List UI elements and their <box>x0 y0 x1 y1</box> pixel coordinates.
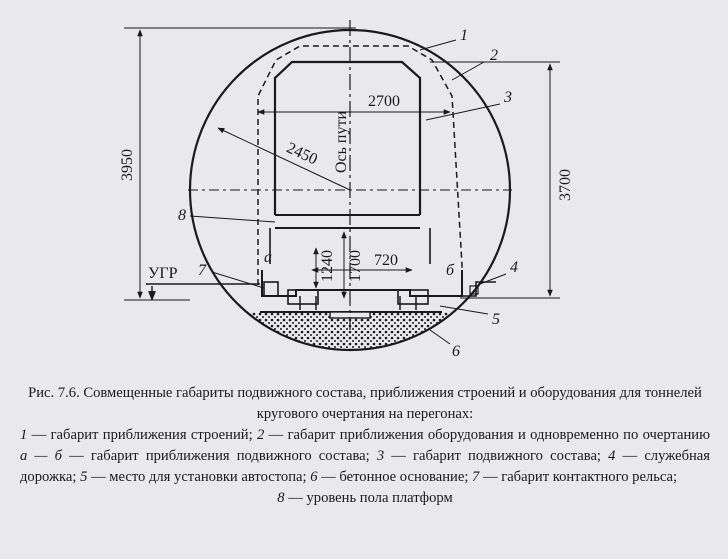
dim-1240: 1240 <box>319 250 336 282</box>
callout-7: 7 <box>198 262 207 279</box>
dim-1700: 1700 <box>347 250 364 282</box>
callout-8: 8 <box>178 207 186 224</box>
dim-2450: 2450 <box>284 139 320 168</box>
tunnel-clearance-diagram: 3950 3700 2700 2450 1240 1700 720 Ось пу… <box>119 20 574 360</box>
caption-title: Рис. 7.6. Совмещенные габариты подвижног… <box>28 385 702 422</box>
rolling-stock-gauge <box>273 60 422 215</box>
letter-b: б <box>446 262 455 279</box>
caption-legend: 1 — габарит приближения строений; 2 — га… <box>20 427 710 485</box>
callout-4: 4 <box>510 259 518 276</box>
equipment-gauge-outline <box>257 45 463 285</box>
callout-2: 2 <box>490 47 498 64</box>
dim-2700: 2700 <box>368 93 400 110</box>
callout-5: 5 <box>492 311 500 328</box>
callout-6: 6 <box>452 343 460 360</box>
track-axis-label: Ось пути <box>333 111 350 174</box>
dim-720: 720 <box>374 252 398 269</box>
callout-1: 1 <box>460 27 468 44</box>
dim-3950: 3950 <box>119 149 136 181</box>
letter-a: а <box>264 249 272 266</box>
caption-last-line: 8 — уровень пола платформ <box>277 490 453 506</box>
callout-3: 3 <box>503 89 512 106</box>
dim-3700: 3700 <box>557 169 574 201</box>
figure-caption: Рис. 7.6. Совмещенные габариты подвижног… <box>20 383 710 509</box>
ugr-label: УГР <box>148 265 178 282</box>
